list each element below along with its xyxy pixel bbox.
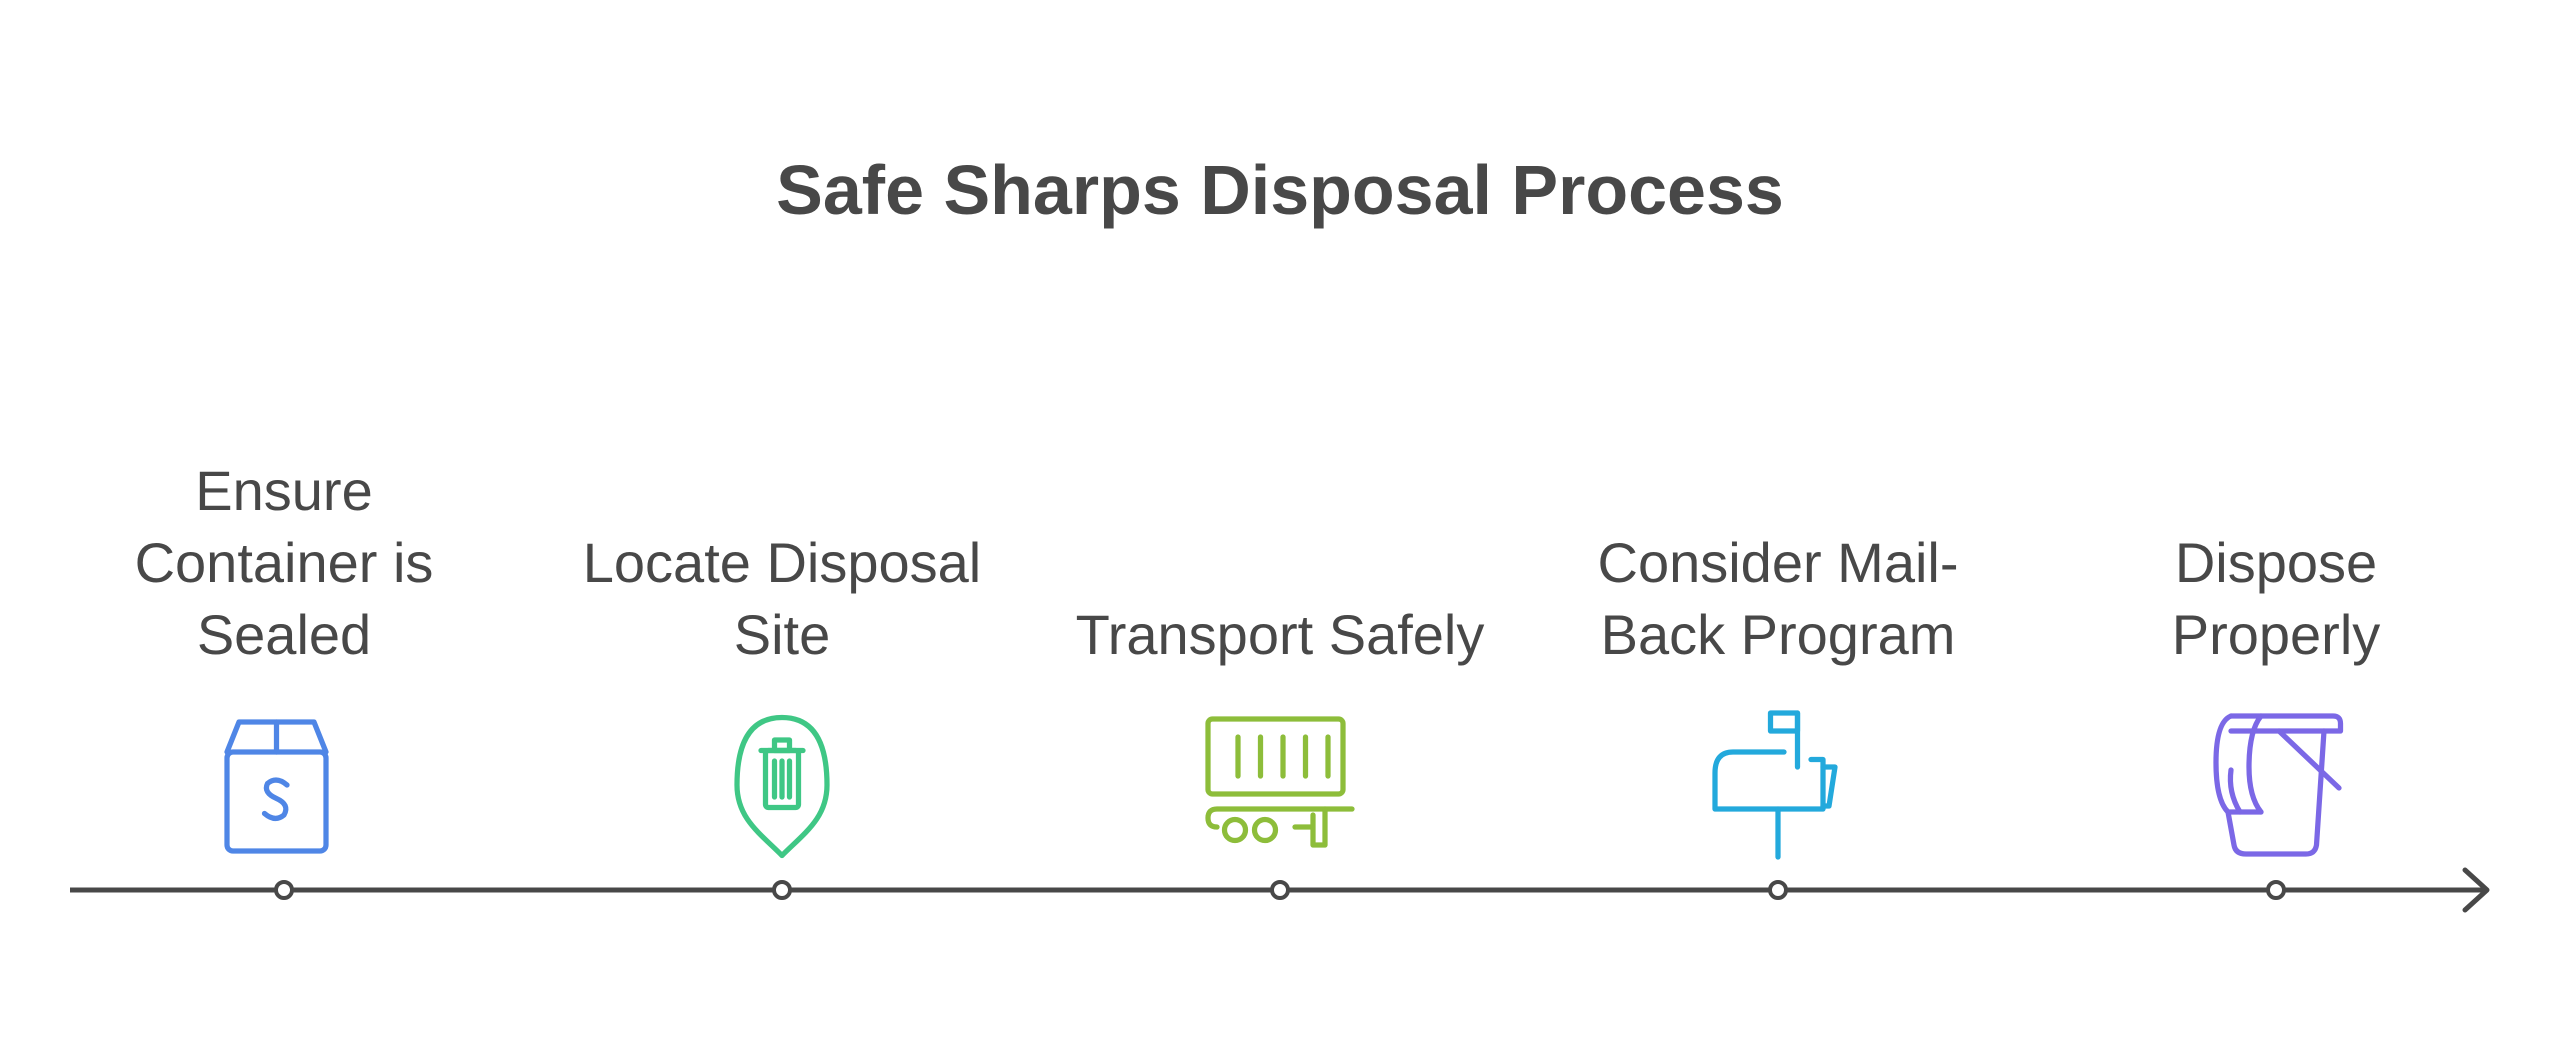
- step-ensure-sealed: Ensure Container is Sealed: [74, 0, 494, 1041]
- timeline-dot: [1270, 880, 1290, 900]
- diagram-title: Safe Sharps Disposal Process: [776, 151, 1784, 229]
- step-label: Ensure Container is Sealed: [134, 459, 434, 666]
- arrow-head-icon: [2462, 867, 2490, 913]
- cargo-trailer-icon: [1205, 716, 1355, 848]
- timeline-dot: [274, 880, 294, 900]
- step-label: Transport Safely: [1075, 603, 1485, 666]
- step-locate-site: Locate Disposal Site: [572, 0, 992, 1041]
- step-transport: Transport Safely: [1070, 0, 1490, 1041]
- step-label: Consider Mail-Back Program: [1597, 531, 1959, 666]
- mailbox-icon: [1712, 710, 1838, 860]
- step-dispose: Dispose Properly: [2066, 0, 2486, 1041]
- step-mail-back: Consider Mail-Back Program: [1568, 0, 1988, 1041]
- timeline-dot: [2266, 880, 2286, 900]
- timeline-dot: [1768, 880, 1788, 900]
- step-label: Dispose Properly: [2171, 531, 2381, 666]
- sealed-box-icon: [224, 719, 329, 854]
- trash-bin-icon: [2213, 713, 2344, 857]
- location-pin-trash-icon: [734, 714, 830, 859]
- step-label: Locate Disposal Site: [582, 531, 982, 666]
- timeline-dot: [772, 880, 792, 900]
